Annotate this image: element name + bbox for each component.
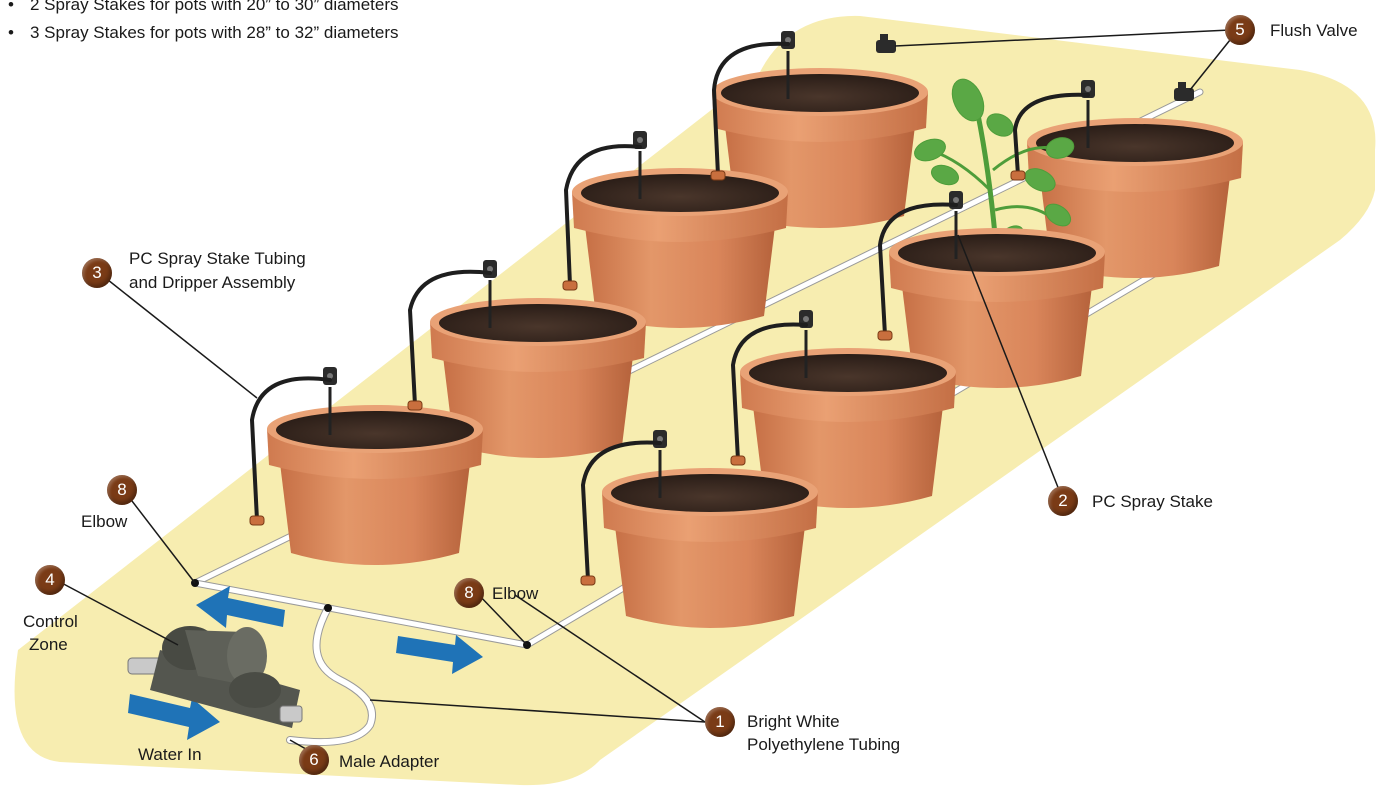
callout-8-center-label: Elbow bbox=[492, 583, 538, 604]
callout-1-badge: 1 bbox=[705, 707, 735, 737]
callout-2-badge: 2 bbox=[1048, 486, 1078, 516]
callout-3-line2: and Dripper Assembly bbox=[129, 272, 295, 293]
callout-5-badge: 5 bbox=[1225, 15, 1255, 45]
callout-3-line1: PC Spray Stake Tubing bbox=[129, 248, 306, 269]
callout-1-line1: Bright White bbox=[747, 711, 840, 732]
callout-5-label: Flush Valve bbox=[1270, 20, 1358, 41]
callout-2-label: PC Spray Stake bbox=[1092, 491, 1213, 512]
callout-8-left-label: Elbow bbox=[81, 511, 127, 532]
callout-4-line1: Control bbox=[23, 611, 78, 632]
tee-fitting-icon bbox=[324, 604, 332, 612]
callout-1-line2: Polyethylene Tubing bbox=[747, 734, 900, 755]
callout-3-badge: 3 bbox=[82, 258, 112, 288]
stake-count-notes: 2 Spray Stakes for pots with 20” to 30” … bbox=[8, 0, 399, 47]
callout-6-label: Male Adapter bbox=[339, 751, 439, 772]
callout-8-left-badge: 8 bbox=[107, 475, 137, 505]
water-in-label: Water In bbox=[138, 744, 202, 765]
callout-4-badge: 4 bbox=[35, 565, 65, 595]
callout-6-badge: 6 bbox=[299, 745, 329, 775]
note-28-32: 3 Spray Stakes for pots with 28” to 32” … bbox=[8, 19, 399, 47]
callout-4-line2: Zone bbox=[29, 634, 68, 655]
callout-8-center-badge: 8 bbox=[454, 578, 484, 608]
note-20-30: 2 Spray Stakes for pots with 20” to 30” … bbox=[8, 0, 399, 19]
